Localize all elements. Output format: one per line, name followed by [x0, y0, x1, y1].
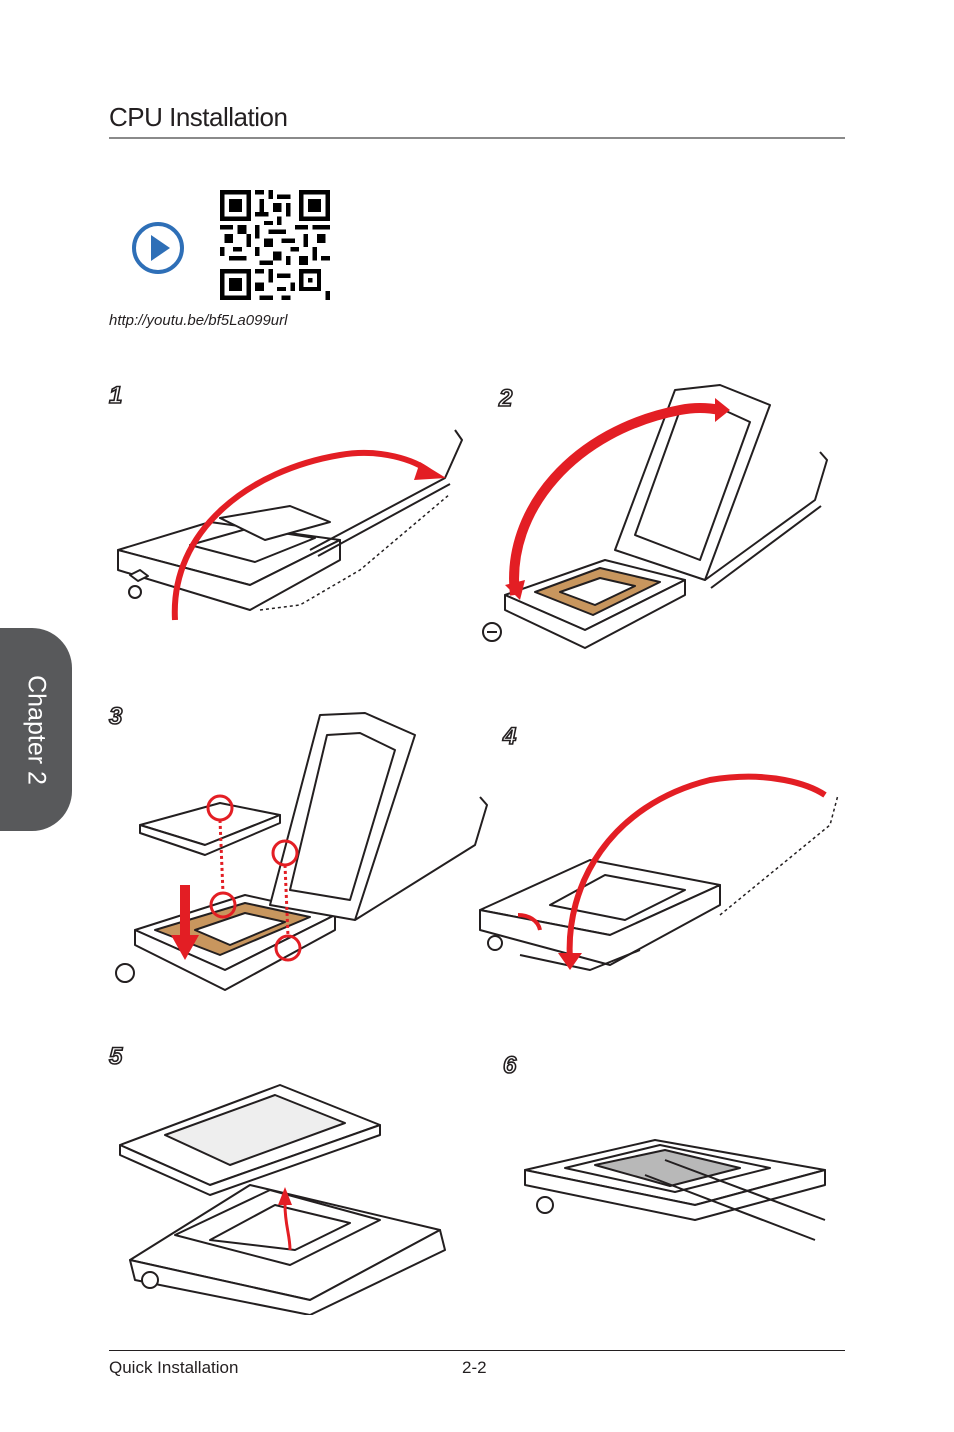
step-6-illustration — [524, 1139, 826, 1241]
play-circle-icon[interactable] — [130, 220, 186, 276]
step-3-illustration — [115, 712, 488, 991]
footer-divider — [109, 1350, 845, 1351]
qr-code-icon — [220, 190, 330, 300]
step-number-2: 2 — [498, 384, 513, 413]
step-number-6: 6 — [502, 1051, 517, 1080]
title-divider — [109, 137, 845, 139]
video-url[interactable]: http://youtu.be/bf5La099url — [109, 312, 288, 329]
step-number-4: 4 — [502, 722, 517, 751]
page-number: 2-2 — [462, 1358, 487, 1377]
step-number-5: 5 — [108, 1042, 123, 1071]
page-title: CPU Installation — [109, 102, 288, 132]
step-5-illustration — [119, 1084, 446, 1315]
chapter-label: Chapter 2 — [22, 675, 51, 785]
step-number-1: 1 — [108, 381, 123, 410]
footer-section: Quick Installation — [109, 1358, 239, 1377]
step-1-illustration — [117, 429, 463, 621]
step-number-3: 3 — [108, 702, 123, 731]
chapter-tab — [0, 628, 72, 831]
step-2-illustration — [482, 384, 828, 649]
step-4-illustration — [479, 773, 839, 971]
